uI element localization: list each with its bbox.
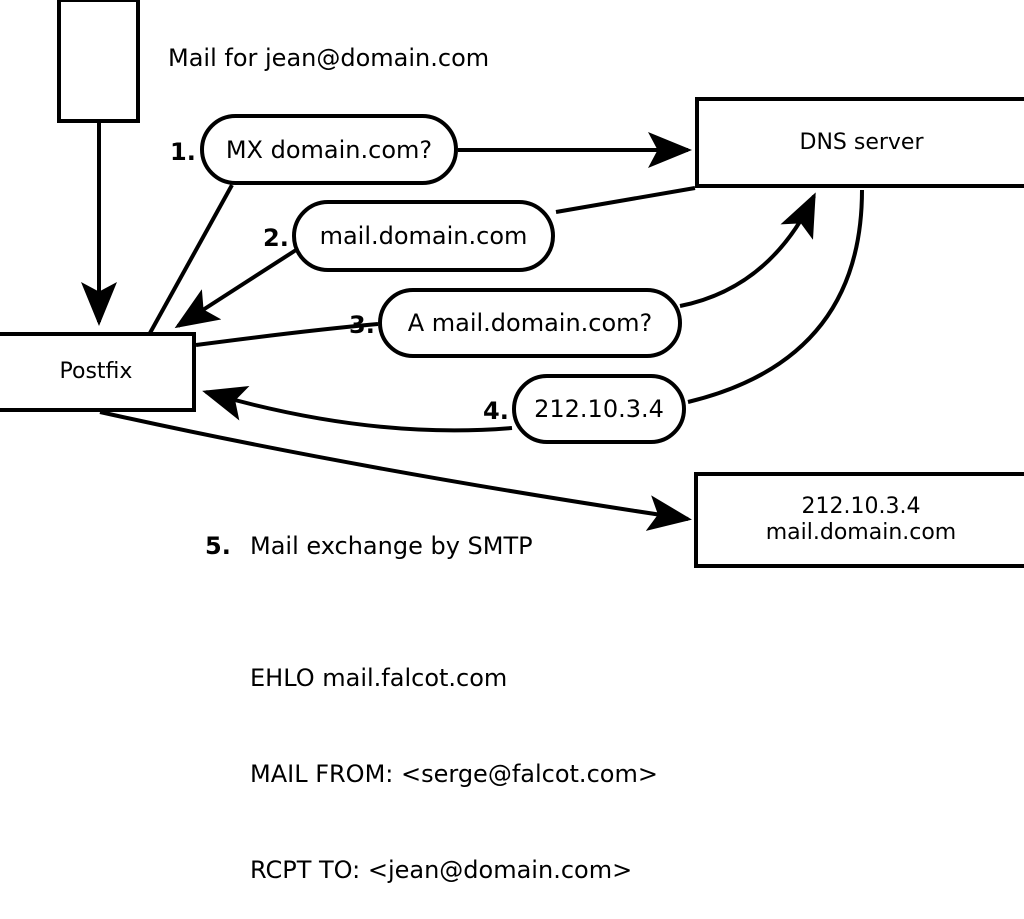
step-4-bubble: 212.10.3.4 [512, 374, 686, 444]
smtp-line: EHLO mail.falcot.com [250, 664, 508, 692]
step-5-number: 5. [205, 532, 231, 560]
arrow-bubble2-to-postfix [174, 248, 298, 329]
step-1-bubble: MX domain.com? [200, 114, 458, 185]
smtp-line: RCPT TO: <jean@domain.com> [250, 856, 633, 884]
page-title: Mail for jean@domain.com [168, 44, 490, 72]
smtp-line: MAIL FROM: <serge@falcot.com> [250, 760, 658, 788]
connector-dns-to-bubble4 [687, 189, 864, 404]
arrow-postfix-to-target [99, 410, 692, 531]
step-1-number: 1. [170, 138, 196, 166]
step-4-number: 4. [483, 397, 509, 425]
dns-server-node: DNS server [695, 97, 1024, 188]
step-5-label: Mail exchange by SMTP [250, 532, 533, 560]
smtp-transcript: EHLO mail.falcot.com MAIL FROM: <serge@f… [250, 598, 658, 919]
connector-postfix-to-bubble1 [148, 184, 234, 334]
step-2-number: 2. [263, 224, 289, 252]
arrow-bubble4-to-postfix [202, 385, 513, 433]
postfix-node: Postfix [0, 332, 196, 412]
dns-server-label: DNS server [799, 129, 924, 155]
postfix-label: Postfix [59, 359, 133, 385]
connector-dns-to-bubble2 [555, 186, 696, 214]
connector-postfix-to-bubble3 [195, 322, 379, 347]
target-server-node: 212.10.3.4 mail.domain.com [694, 472, 1024, 568]
step-3-bubble: A mail.domain.com? [378, 288, 682, 358]
target-server-ip: 212.10.3.4 [801, 494, 921, 520]
sender-box [57, 0, 140, 123]
target-server-hostname: mail.domain.com [765, 520, 957, 545]
arrow-bubble3-to-dns [679, 192, 816, 308]
step-3-number: 3. [349, 311, 375, 339]
step-2-bubble: mail.domain.com [292, 200, 555, 272]
